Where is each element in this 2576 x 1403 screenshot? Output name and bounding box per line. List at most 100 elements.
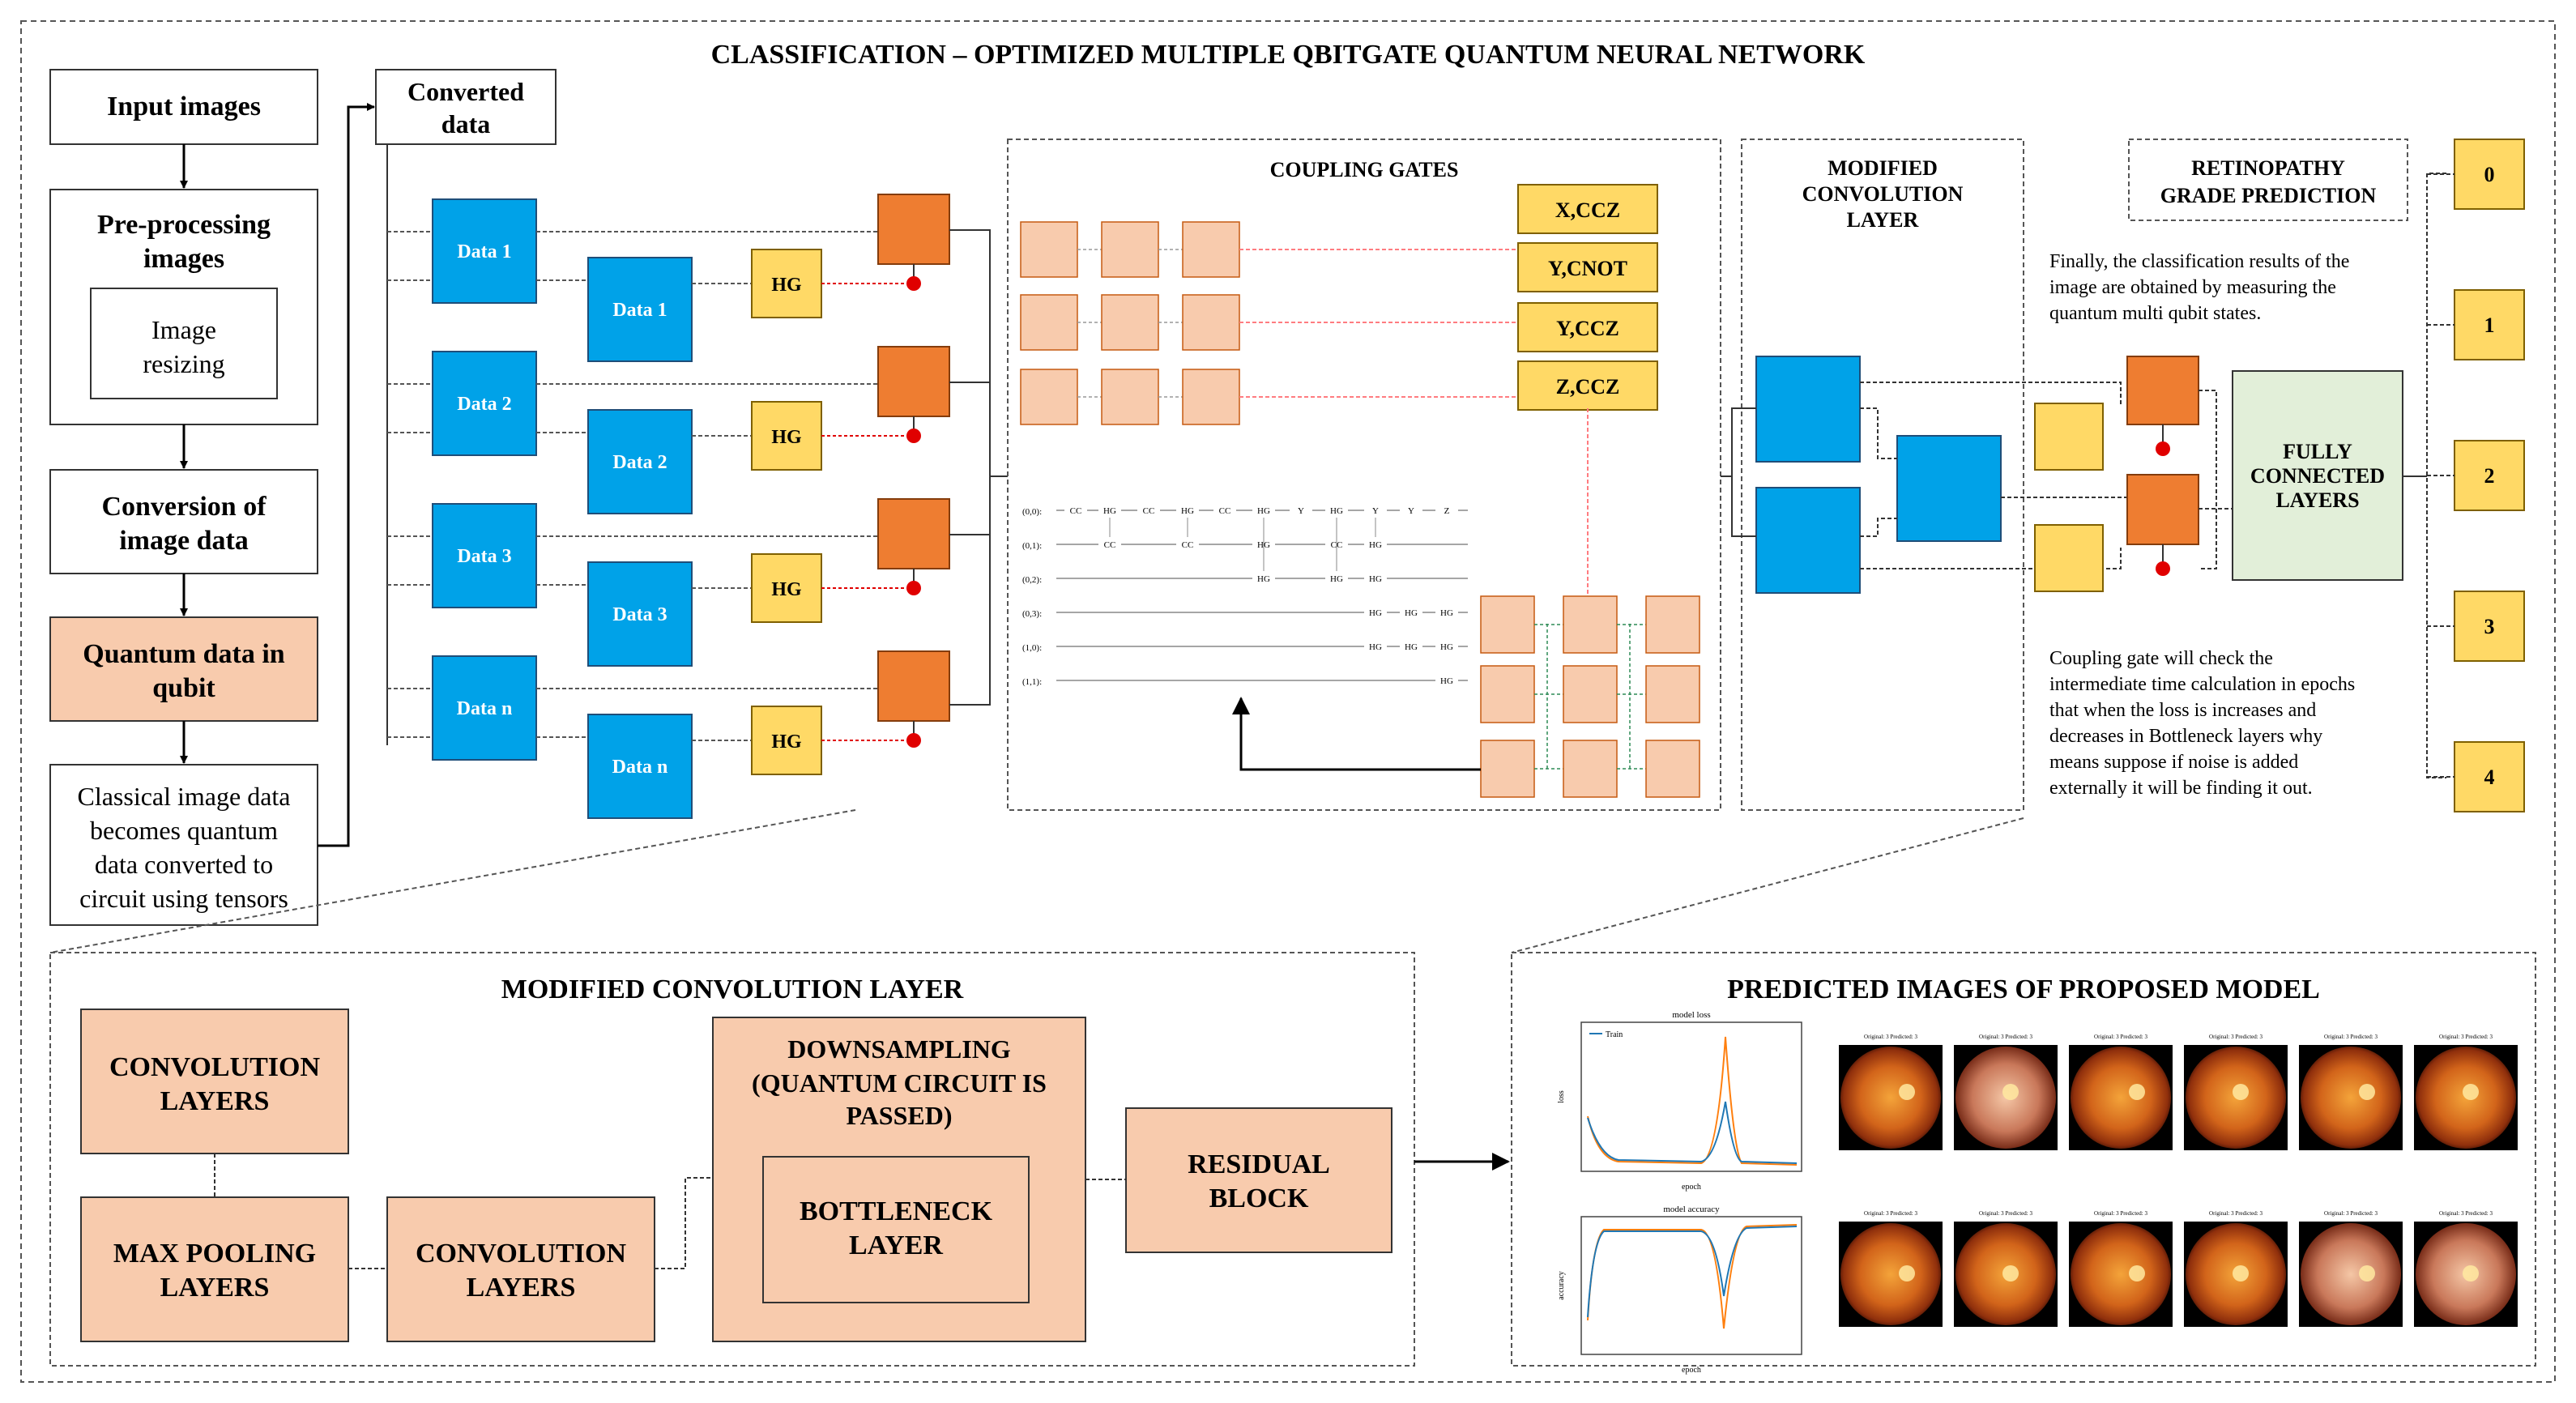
bottom-right-title: PREDICTED IMAGES OF PROPOSED MODEL <box>1727 974 2320 1004</box>
fundus-caption: Original: 3 Predicted: 3 <box>2439 1210 2493 1217</box>
grade-label: 1 <box>2484 313 2495 337</box>
lower-cell-0-1 <box>1563 595 1618 654</box>
coupling-note-line-3: that when the loss is increases and <box>2049 700 2316 721</box>
data-block-secondary-3 <box>587 561 693 667</box>
coupling-cell-2-2 <box>1182 369 1240 425</box>
circuit-op: HG <box>1369 642 1382 652</box>
circuit-op: HG <box>1257 574 1270 584</box>
fundus-caption: Original: 3 Predicted: 3 <box>1979 1034 2032 1040</box>
conv-block-1 <box>1755 356 1861 463</box>
lower-peach-grid <box>1480 595 1700 798</box>
maxpool-line-2: LAYERS <box>160 1273 270 1303</box>
retinopathy-line-1: RETINOPATHY <box>2191 156 2345 180</box>
hg-gate-1 <box>751 249 822 318</box>
coupling-note-line-2: intermediate time calculation in epochs <box>2049 674 2355 695</box>
hg-gate-label: HG <box>771 731 802 753</box>
coupling-cell-0-1 <box>1101 221 1159 278</box>
lower-cell-1-0 <box>1480 665 1535 723</box>
prediction-head: FULLY CONNECTED LAYERS <box>1860 173 2446 778</box>
modified-conv-line-3: LAYER <box>1847 208 1919 232</box>
classical-line-4: circuit using tensors <box>79 884 288 913</box>
image-resizing-line-1: Image <box>151 315 216 344</box>
coupling-note-line-1: Coupling gate will check the <box>2049 648 2273 669</box>
fundus-caption: Original: 3 Predicted: 3 <box>2324 1210 2378 1217</box>
gate-box-label: Y,CCZ <box>1556 317 1619 340</box>
grade-box-4 <box>2454 741 2525 812</box>
conv2-line-2: LAYERS <box>467 1273 576 1303</box>
fundus-caption: Original: 3 Predicted: 3 <box>2324 1034 2378 1040</box>
orange-bracket <box>949 229 1008 706</box>
classical-line-3: data converted to <box>95 850 273 879</box>
data-block-secondary-label: Data n <box>612 757 668 778</box>
modified-conv-line-2: CONVOLUTION <box>1802 182 1964 206</box>
downsampling-line-1: DOWNSAMPLING <box>787 1034 1011 1064</box>
circuit-row-label: (1,0): <box>1022 643 1042 653</box>
fc-line-2: CONNECTED <box>2250 464 2385 488</box>
gate-box-2 <box>1517 242 1658 292</box>
maxpool-line-1: MAX POOLING <box>113 1239 316 1269</box>
optic-disc <box>2359 1084 2375 1100</box>
yellow-block-1 <box>2034 403 2104 471</box>
circuit-op: HG <box>1181 506 1194 516</box>
grade-box-2 <box>2454 440 2525 511</box>
data-block-4 <box>432 655 537 761</box>
bottom-left-title: MODIFIED CONVOLUTION LAYER <box>501 974 964 1004</box>
conversion-box: Conversion of image data <box>49 469 318 574</box>
coupling-cell-1-0 <box>1020 294 1078 351</box>
data-block-3 <box>432 503 537 608</box>
residual-line-2: BLOCK <box>1209 1183 1309 1213</box>
fundus-caption: Original: 3 Predicted: 3 <box>1864 1034 1917 1040</box>
plot-xlabel: epoch <box>1682 1366 1701 1375</box>
circuit-row-label: (0,1): <box>1022 541 1042 551</box>
coupling-cell-1-2 <box>1182 294 1240 351</box>
data-block-secondary-label: Data 1 <box>612 300 667 321</box>
fundus-image-0-0 <box>1840 1047 1941 1149</box>
hg-gate-label: HG <box>771 275 802 296</box>
bottom-modified-conv-panel: MODIFIED CONVOLUTION LAYER CONVOLUTION L… <box>49 952 1415 1367</box>
fc-line-3: LAYERS <box>2275 488 2359 512</box>
circuit-op: CC <box>1219 506 1231 516</box>
optic-disc <box>2129 1265 2145 1281</box>
circuit-op: CC <box>1143 506 1155 516</box>
lower-cell-2-2 <box>1645 740 1700 798</box>
yellow-block-2 <box>2034 524 2104 592</box>
loss-curve-orange <box>1587 1036 1798 1166</box>
coupling-cell-0-0 <box>1020 221 1078 278</box>
acc-curve-blue <box>1587 1226 1798 1318</box>
gate-box-1 <box>1517 184 1658 234</box>
data-block-label: Data n <box>457 698 513 719</box>
outer-frame <box>20 20 2556 1383</box>
circuit-op: HG <box>1440 608 1453 618</box>
fc-line-1: FULLY <box>2283 440 2352 463</box>
image-resizing-line-2: resizing <box>143 349 224 378</box>
coupling-note-line-5: means suppose if noise is added <box>2049 752 2298 773</box>
coupling-note: Coupling gate will check the intermediat… <box>2049 648 2355 799</box>
coupling-note-line-6: externally it will be finding it out. <box>2049 778 2313 799</box>
optic-disc <box>2002 1265 2019 1281</box>
fundus-caption: Original: 3 Predicted: 3 <box>1979 1210 2032 1217</box>
coupling-note-line-4: decreases in Bottleneck layers why <box>2049 726 2322 747</box>
measurement-dot-bottom <box>2156 561 2170 576</box>
predicted-images-panel: PREDICTED IMAGES OF PROPOSED MODEL <box>1511 952 2536 1367</box>
conv2-line-1: CONVOLUTION <box>416 1239 626 1269</box>
circuit-op: CC <box>1182 540 1194 550</box>
coupling-cell-1-1 <box>1101 294 1159 351</box>
grade-label: 3 <box>2484 615 2495 638</box>
retinopathy-label: RETINOPATHY GRADE PREDICTION <box>2128 139 2408 221</box>
optic-disc <box>2359 1265 2375 1281</box>
final-note-line-1: Finally, the classification results of t… <box>2049 251 2349 272</box>
optic-disc <box>2129 1084 2145 1100</box>
lower-cell-1-2 <box>1645 665 1700 723</box>
conversion-line-2: image data <box>119 526 249 556</box>
data-block-secondary-label: Data 3 <box>612 604 667 625</box>
preprocessing-box: Pre-processing images Image resizing <box>49 189 318 425</box>
input-images-box: Input images <box>49 69 318 145</box>
quantum-data-line-1: Quantum data in <box>83 639 284 669</box>
circuit-op: HG <box>1405 608 1418 618</box>
bottleneck-line-1: BOTTLENECK <box>800 1196 993 1226</box>
